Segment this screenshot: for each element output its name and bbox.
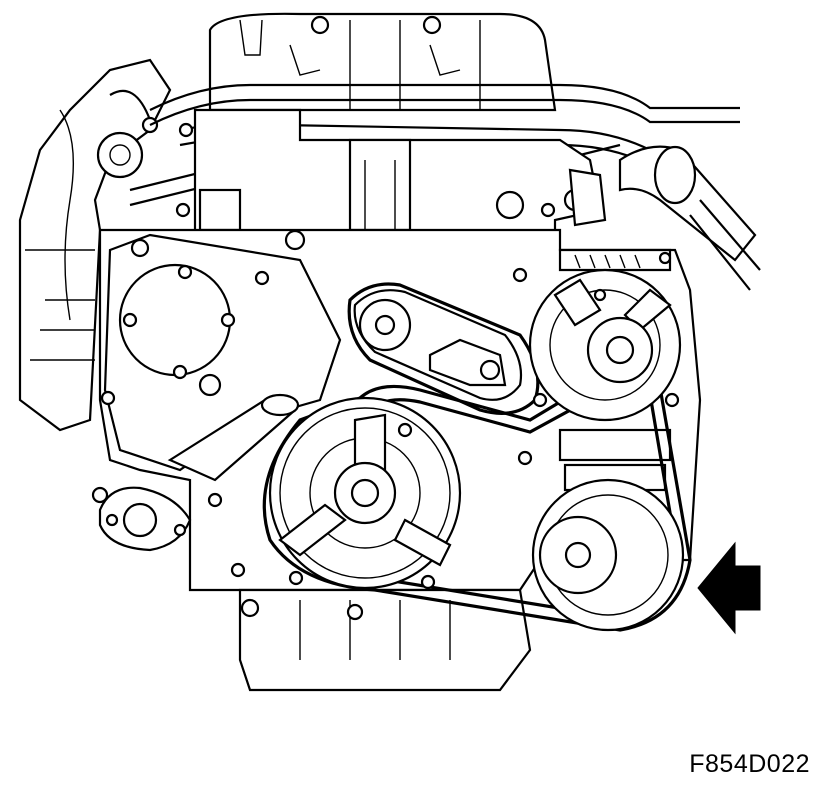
bolts [230,229,672,621]
alternator-pulley [531,478,685,632]
arrow-left-icon [697,541,761,635]
engine-left-housing [18,58,172,432]
crankshaft-pulley [268,396,533,590]
power-steering-pump [528,268,682,422]
valve-cover [208,12,557,112]
timing-cover [100,233,342,472]
idler-pulley-upper [353,289,523,401]
intake-hose [618,145,761,291]
tensioner-arm [167,393,300,482]
figure-code: F854D022 [689,750,810,778]
thermostat-housing [91,486,223,552]
